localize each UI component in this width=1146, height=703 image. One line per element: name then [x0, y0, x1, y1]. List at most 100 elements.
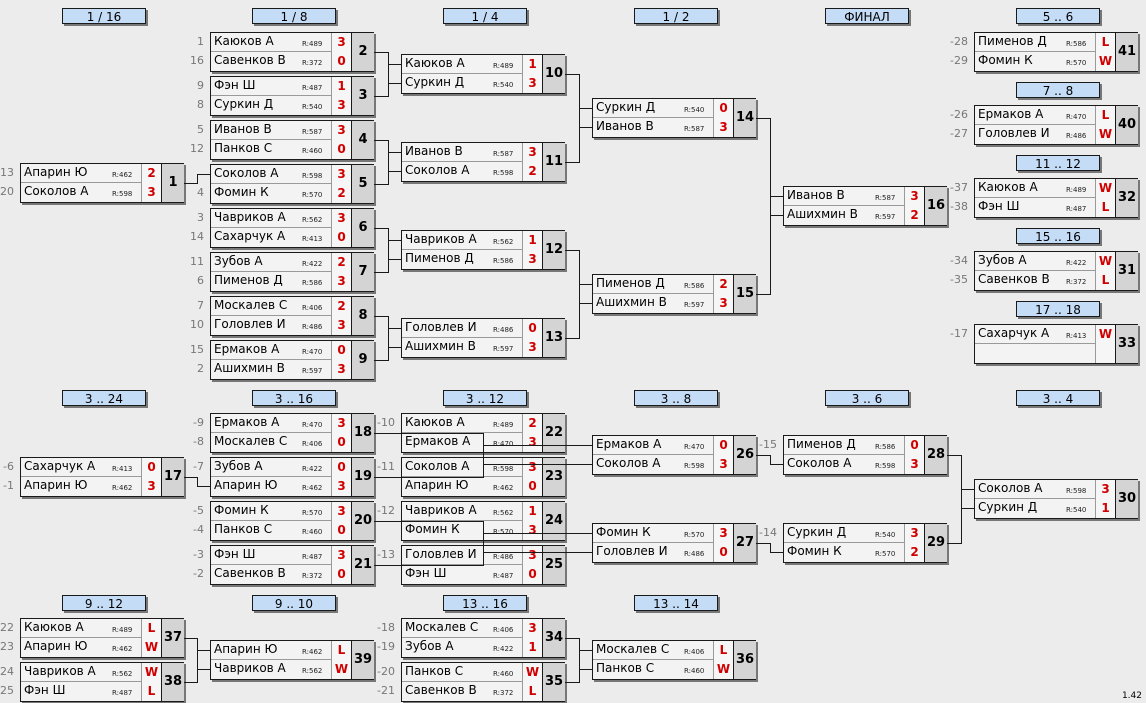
round-header[interactable]: 9 .. 12 [62, 595, 146, 611]
round-header[interactable]: 3 .. 12 [443, 390, 527, 406]
round-header[interactable]: 3 .. 24 [62, 390, 146, 406]
round-header[interactable]: 9 .. 10 [252, 595, 336, 611]
round-header[interactable]: 1 / 16 [62, 8, 146, 24]
round-header[interactable]: 3 .. 6 [825, 390, 909, 406]
round-header[interactable]: ФИНАЛ [825, 8, 909, 24]
round-header[interactable]: 13 .. 14 [634, 595, 718, 611]
round-header[interactable]: 1 / 2 [634, 8, 718, 24]
player-row[interactable] [975, 344, 1115, 363]
round-header[interactable]: 17 .. 18 [1016, 301, 1100, 317]
round-header[interactable]: 7 .. 8 [1016, 82, 1100, 98]
round-header[interactable]: 5 .. 6 [1016, 8, 1100, 24]
round-header[interactable]: 1 / 4 [443, 8, 527, 24]
round-header[interactable]: 1 / 8 [252, 8, 336, 24]
